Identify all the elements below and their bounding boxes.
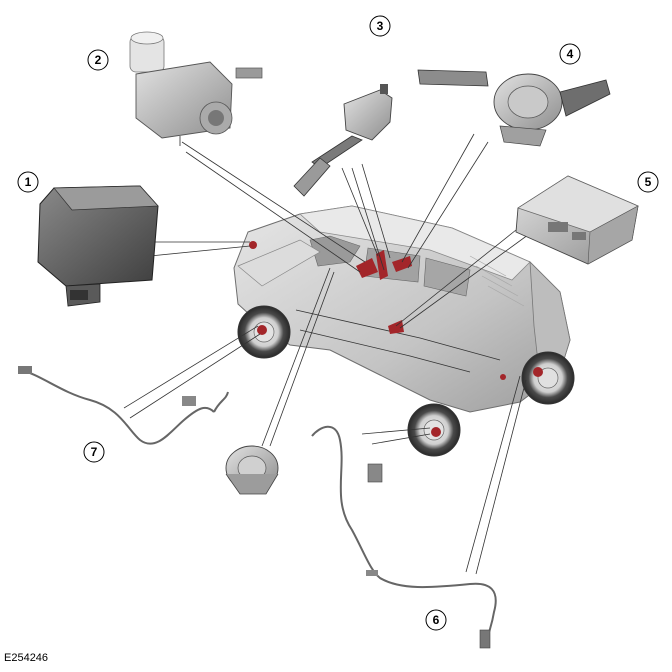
vehicle-illustration [233,205,575,457]
callout-7-label: 7 [91,445,98,459]
callout-6: 6 [425,609,447,631]
highlighted-locations [249,241,543,437]
component-1-control-module [37,185,159,307]
callout-5: 5 [637,171,659,193]
callout-3-label: 3 [377,19,384,33]
callout-2: 2 [87,49,109,71]
component-3-accelerator-pedal [293,84,393,197]
component-6-rear-wheel-speed-sensor [311,425,497,649]
callout-5-label: 5 [645,175,652,189]
callout-2-label: 2 [95,53,102,67]
leader-lines [123,133,533,575]
callout-1-label: 1 [25,175,32,189]
callout-6-label: 6 [433,613,440,627]
callout-3: 3 [369,15,391,37]
component-7-front-wheel-speed-sensor [18,366,279,495]
callout-4-label: 4 [567,47,574,61]
callout-1: 1 [17,171,39,193]
figure-reference-code: E254246 [4,652,49,664]
component-4-steering-angle-clockspring [417,69,611,147]
component-5-electronic-module [515,175,639,265]
component-2-abs-modulator [129,31,263,146]
callout-4: 4 [559,43,581,65]
callout-7: 7 [83,441,105,463]
